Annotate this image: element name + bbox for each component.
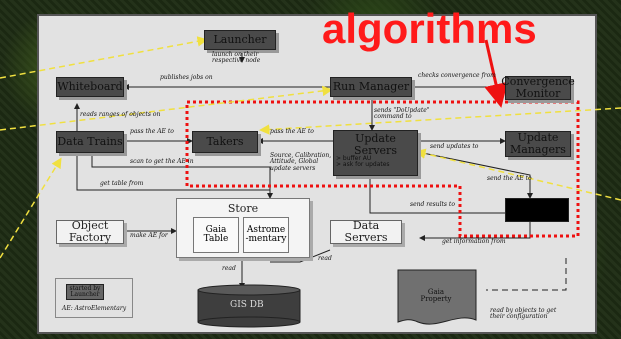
node-run-manager: Run Manager <box>330 77 412 97</box>
node-label: Whiteboard <box>57 80 123 94</box>
gaia-property-label: Gaia Property <box>420 288 452 304</box>
node-label: Data Trains <box>57 135 123 149</box>
label-pass-ae-1: pass the AE to <box>130 128 174 135</box>
node-label: Update Servers <box>354 132 397 157</box>
label-checks-convergence: checks convergence from <box>418 72 496 79</box>
label-send-results: send results to <box>410 201 455 208</box>
label-reads-ranges: reads ranges of objects on <box>80 111 161 118</box>
node-label: Run Manager <box>332 80 410 94</box>
yellow-line-datatrains <box>0 157 62 259</box>
node-gaia-table: Gaia Table <box>193 217 239 253</box>
legend-ae: AE: AstroElementary <box>62 305 127 312</box>
label-publishes-jobs: publishes jobs on <box>160 74 213 81</box>
node-takers: Takers <box>192 131 258 153</box>
label-source-cal: Source, Calibration, Attitude, Global up… <box>270 152 332 172</box>
yellow-line-runmanager <box>0 85 333 131</box>
legend-box <box>55 278 133 318</box>
node-label: Takers <box>206 135 244 149</box>
label-make-ae: make AE for <box>130 232 168 239</box>
edge-send-ae <box>417 151 533 199</box>
node-update-servers: Update Servers > buffer AU > ask for upd… <box>333 130 418 176</box>
node-launcher: Launcher <box>204 30 276 50</box>
label-read-1: read <box>222 265 236 272</box>
node-black-box <box>505 198 569 222</box>
label-read-by-objects: read by objects to get their configurati… <box>490 307 557 321</box>
node-label: Launcher <box>213 33 267 47</box>
node-update-managers: Update Managers <box>505 131 571 157</box>
node-whiteboard: Whiteboard <box>56 77 124 97</box>
node-store: Store Gaia Table Astrome -mentary <box>176 198 310 258</box>
yellow-line-launcher <box>0 36 208 79</box>
node-data-trains: Data Trains <box>56 131 124 153</box>
edge-get-info <box>419 222 531 241</box>
node-label: Update Managers <box>510 131 566 156</box>
algorithms-arrow <box>484 39 508 108</box>
node-label: Data Servers <box>344 219 388 244</box>
node-label: Object Factory <box>68 219 112 244</box>
gis-db-cylinder <box>197 284 301 328</box>
node-data-servers: Data Servers <box>330 220 402 244</box>
edge-read-dataservers <box>270 249 331 263</box>
label-sends-doupdate: sends "DoUpdate" command to <box>374 107 430 121</box>
update-servers-bullets: > buffer AU > ask for updates <box>336 155 390 169</box>
gaia-property-shape <box>397 269 477 325</box>
edge-scan-ae <box>91 153 273 199</box>
edge-get-table <box>76 153 270 191</box>
node-label: Convergence Monitor <box>501 75 575 100</box>
label-scan-ae: scan to get the AE in <box>130 158 194 165</box>
label-send-ae: send the AE to <box>487 175 532 182</box>
diagram-panel <box>37 14 597 334</box>
gis-db-label: GIS DB <box>230 300 264 310</box>
label-pass-ae-2: pass the AE to <box>270 128 314 135</box>
edge-read-by-objects <box>486 258 567 291</box>
label-read-2: read <box>318 255 332 262</box>
yellow-line-takers <box>259 107 621 135</box>
node-convergence-monitor: Convergence Monitor <box>501 76 575 100</box>
node-object-factory: Object Factory <box>56 220 124 244</box>
algorithms-highlight-box <box>185 100 580 238</box>
yellow-line-updateservers <box>415 148 621 201</box>
node-astrometric: Astrome -mentary <box>243 217 289 253</box>
label-launch: launch on their respective node <box>212 51 261 65</box>
label-send-updates: send updates to <box>430 143 479 150</box>
label-get-table: get table from <box>100 180 144 187</box>
store-label: Store <box>227 202 259 215</box>
algorithms-title: algorithms <box>322 5 537 52</box>
label-get-info: get information from <box>442 238 506 245</box>
legend-started-by: started by Launcher <box>66 284 104 300</box>
